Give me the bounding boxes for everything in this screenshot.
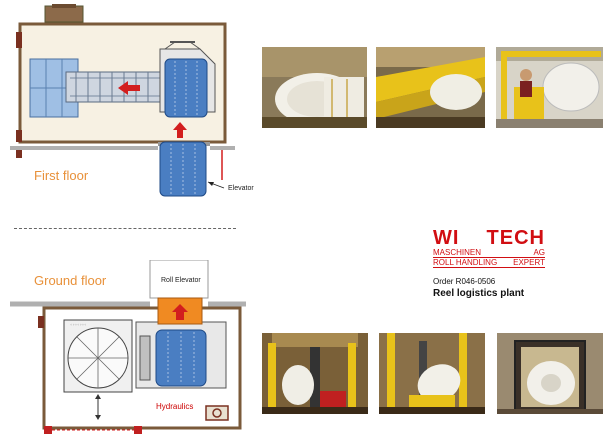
photo-forklift-operator [496,47,603,128]
logo-subline2-left: ROLL HANDLING [433,258,498,267]
logo-text-left: WI [433,227,460,249]
witech-logo: WI TECH MASCHINEN AG ROLL HANDLING EXPER… [433,228,545,268]
logo-subline2-right: EXPERT [513,258,545,267]
photo-tilted-reel [379,333,485,414]
plant-title: Reel logistics plant [433,288,525,299]
photo-reel-closeup [262,47,367,128]
hydraulics-label: Hydraulics [156,402,194,411]
elevator-label: Elevator [228,185,254,192]
order-number: Order R046-0506 [433,277,496,286]
roll-elevator-label: Roll Elevator [161,277,201,284]
logo-subline1-left: MASCHINEN [433,248,482,257]
first-floor-plan [10,4,235,197]
logo-subline1-right: AG [533,248,545,257]
ground-floor-label: Ground floor [34,273,107,288]
ground-floor-plan: ◦◦◦◦◦◦◦ [10,260,246,434]
photo-yellow-conveyor [376,47,485,128]
photo-elevator-reel [497,333,603,414]
first-floor-label: First floor [34,168,89,183]
svg-text:◦◦◦◦◦◦◦: ◦◦◦◦◦◦◦ [70,322,87,327]
photo-stacker-truck [262,333,368,414]
logo-text-right: TECH [486,227,545,249]
floor-separator [14,228,236,229]
